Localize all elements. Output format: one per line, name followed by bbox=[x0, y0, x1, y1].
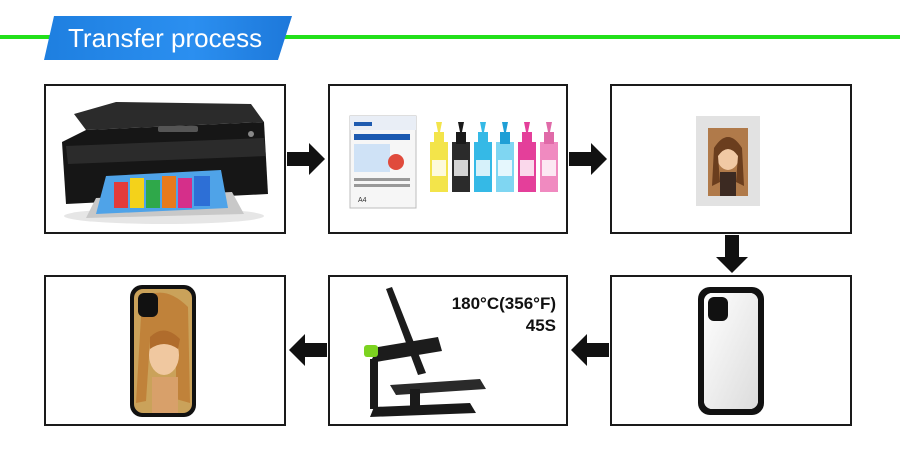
printed-phone-case-icon bbox=[130, 285, 196, 417]
step-final-case-box bbox=[44, 275, 286, 426]
step-heat-press-box: 180°C(356°F) 45S bbox=[328, 275, 568, 426]
press-time: 45S bbox=[525, 316, 556, 335]
arrow-right-icon bbox=[569, 143, 607, 175]
header-green-line bbox=[0, 35, 900, 39]
step-print-box bbox=[44, 84, 286, 234]
arrow-down-icon bbox=[716, 235, 748, 273]
sublimation-paper-and-ink-icon: A4 bbox=[349, 115, 558, 209]
paper-size-label: A4 bbox=[358, 197, 367, 204]
arrow-right-icon bbox=[287, 143, 325, 175]
press-temperature: 180°C(356°F) bbox=[451, 294, 556, 313]
step-paper-ink-box: A4 bbox=[328, 84, 568, 234]
step-printed-photo-box bbox=[610, 84, 852, 234]
blank-phone-case-icon bbox=[698, 287, 764, 415]
printer-icon bbox=[62, 102, 268, 224]
arrow-left-icon bbox=[289, 334, 327, 366]
step-blank-case-box bbox=[610, 275, 852, 426]
page-title: Transfer process bbox=[44, 16, 292, 60]
printed-photo-icon bbox=[696, 116, 760, 206]
arrow-left-icon bbox=[571, 334, 609, 366]
heat-press-icon bbox=[364, 287, 486, 417]
